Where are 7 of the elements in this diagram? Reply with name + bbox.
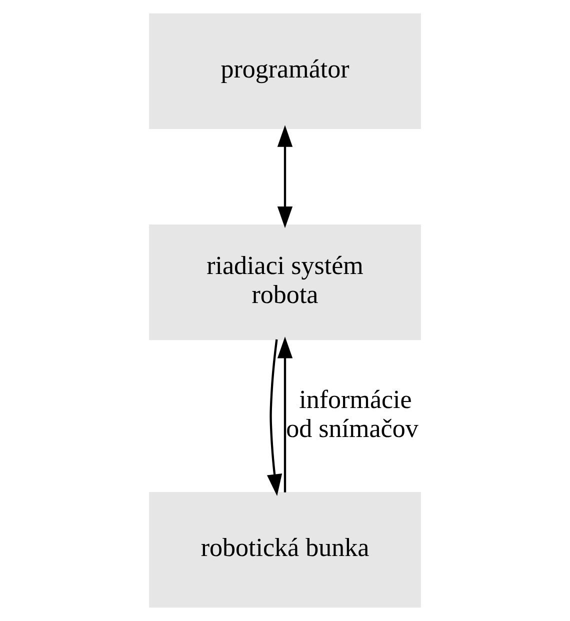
- node-box: riadiaci systém robota: [149, 224, 421, 340]
- node-box: programátor: [149, 13, 421, 129]
- edge-label: informácie od snímačov: [286, 384, 418, 443]
- node-box: robotická bunka: [149, 492, 421, 608]
- arrow: [277, 336, 293, 492]
- arrow: [277, 125, 293, 228]
- arrow: [266, 339, 282, 496]
